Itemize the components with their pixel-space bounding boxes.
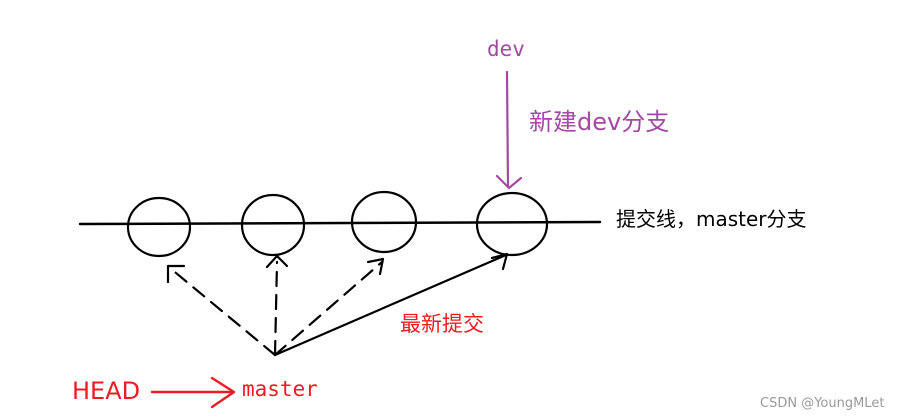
commit-node-4 [475,191,549,257]
commit-node-3 [350,190,418,254]
commit-line [78,220,602,226]
dev-label: dev [487,37,525,61]
watermark: CSDN @YoungMLet [760,396,884,411]
dev-branch-note: 新建dev分支 [529,108,669,136]
latest-commit-arrow [273,252,509,357]
dashed-arrows [166,254,385,357]
head-label: HEAD [72,377,140,405]
head-to-master-arrow [150,376,236,409]
master-label: master [242,377,318,401]
dev-arrow [495,70,523,190]
commit-line-note: 提交线，master分支 [616,207,807,231]
commit-node-1 [126,196,192,258]
commit-node-2 [240,193,306,257]
latest-commit-label: 最新提交 [400,312,484,336]
